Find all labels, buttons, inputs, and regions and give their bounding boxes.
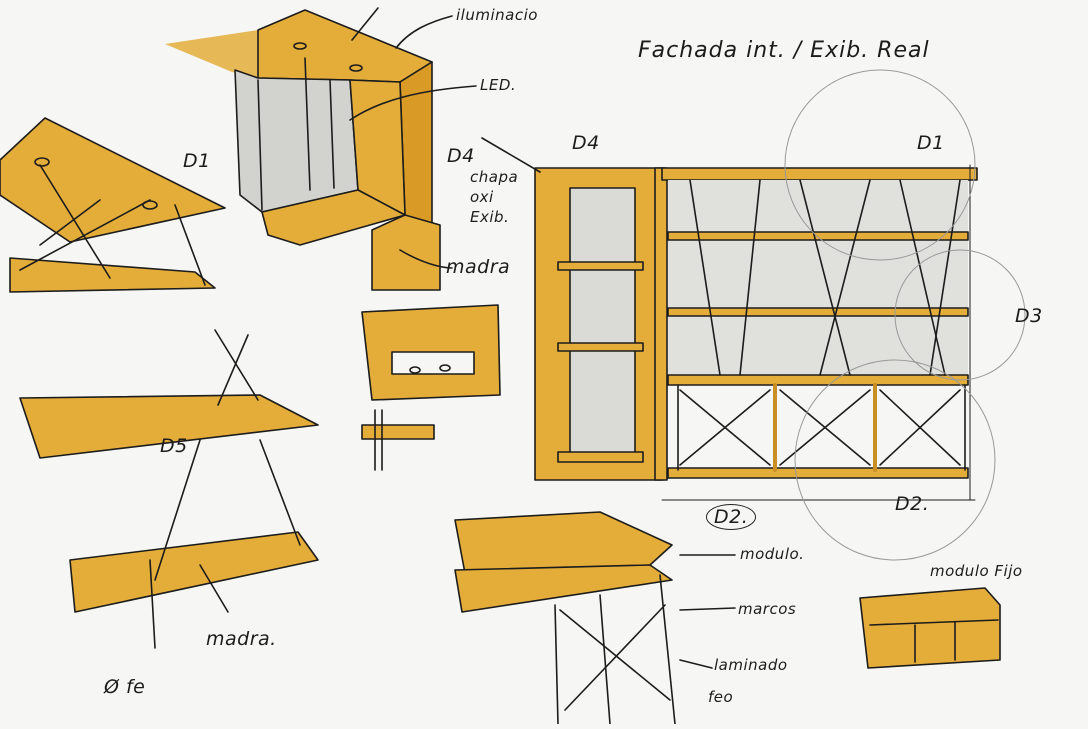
elevation: [481, 69, 1026, 561]
module-fijo: [859, 587, 1001, 669]
shelf-d5: [19, 329, 319, 649]
label-d1-elevation: D1: [917, 132, 945, 154]
label-oxi: oxi: [470, 188, 494, 206]
label-d5: D5: [160, 435, 188, 457]
label-laminado: laminado: [714, 656, 788, 674]
label-d4-niche: D4: [447, 145, 475, 167]
label-madera-niche: madra: [446, 256, 511, 278]
label-d4-elevation: D4: [572, 132, 600, 154]
sketch-title: Fachada int. / Exib. Real: [638, 38, 930, 63]
label-exib: Exib.: [470, 208, 510, 226]
label-modulo-fijo: modulo Fijo: [930, 562, 1023, 580]
detail-sections: [361, 304, 501, 471]
label-ferro: feo: [708, 688, 734, 706]
label-diametro: Ø fe: [104, 676, 146, 698]
label-d1-shelf: D1: [183, 150, 211, 172]
label-madera-shelf: madra.: [206, 628, 277, 650]
label-d2-circled: D2.: [706, 504, 757, 530]
label-iluminacion: iluminacio: [456, 6, 538, 24]
label-led: LED.: [480, 76, 517, 94]
label-marcos: marcos: [738, 600, 797, 618]
label-modulo: modulo.: [740, 545, 805, 563]
niche-perspective: [165, 7, 477, 291]
label-d3: D3: [1015, 305, 1043, 327]
label-chapa: chapa: [470, 168, 519, 186]
module-d2: [454, 511, 736, 725]
shelf-d1: [0, 117, 226, 293]
label-d2-elevation: D2.: [895, 493, 930, 515]
